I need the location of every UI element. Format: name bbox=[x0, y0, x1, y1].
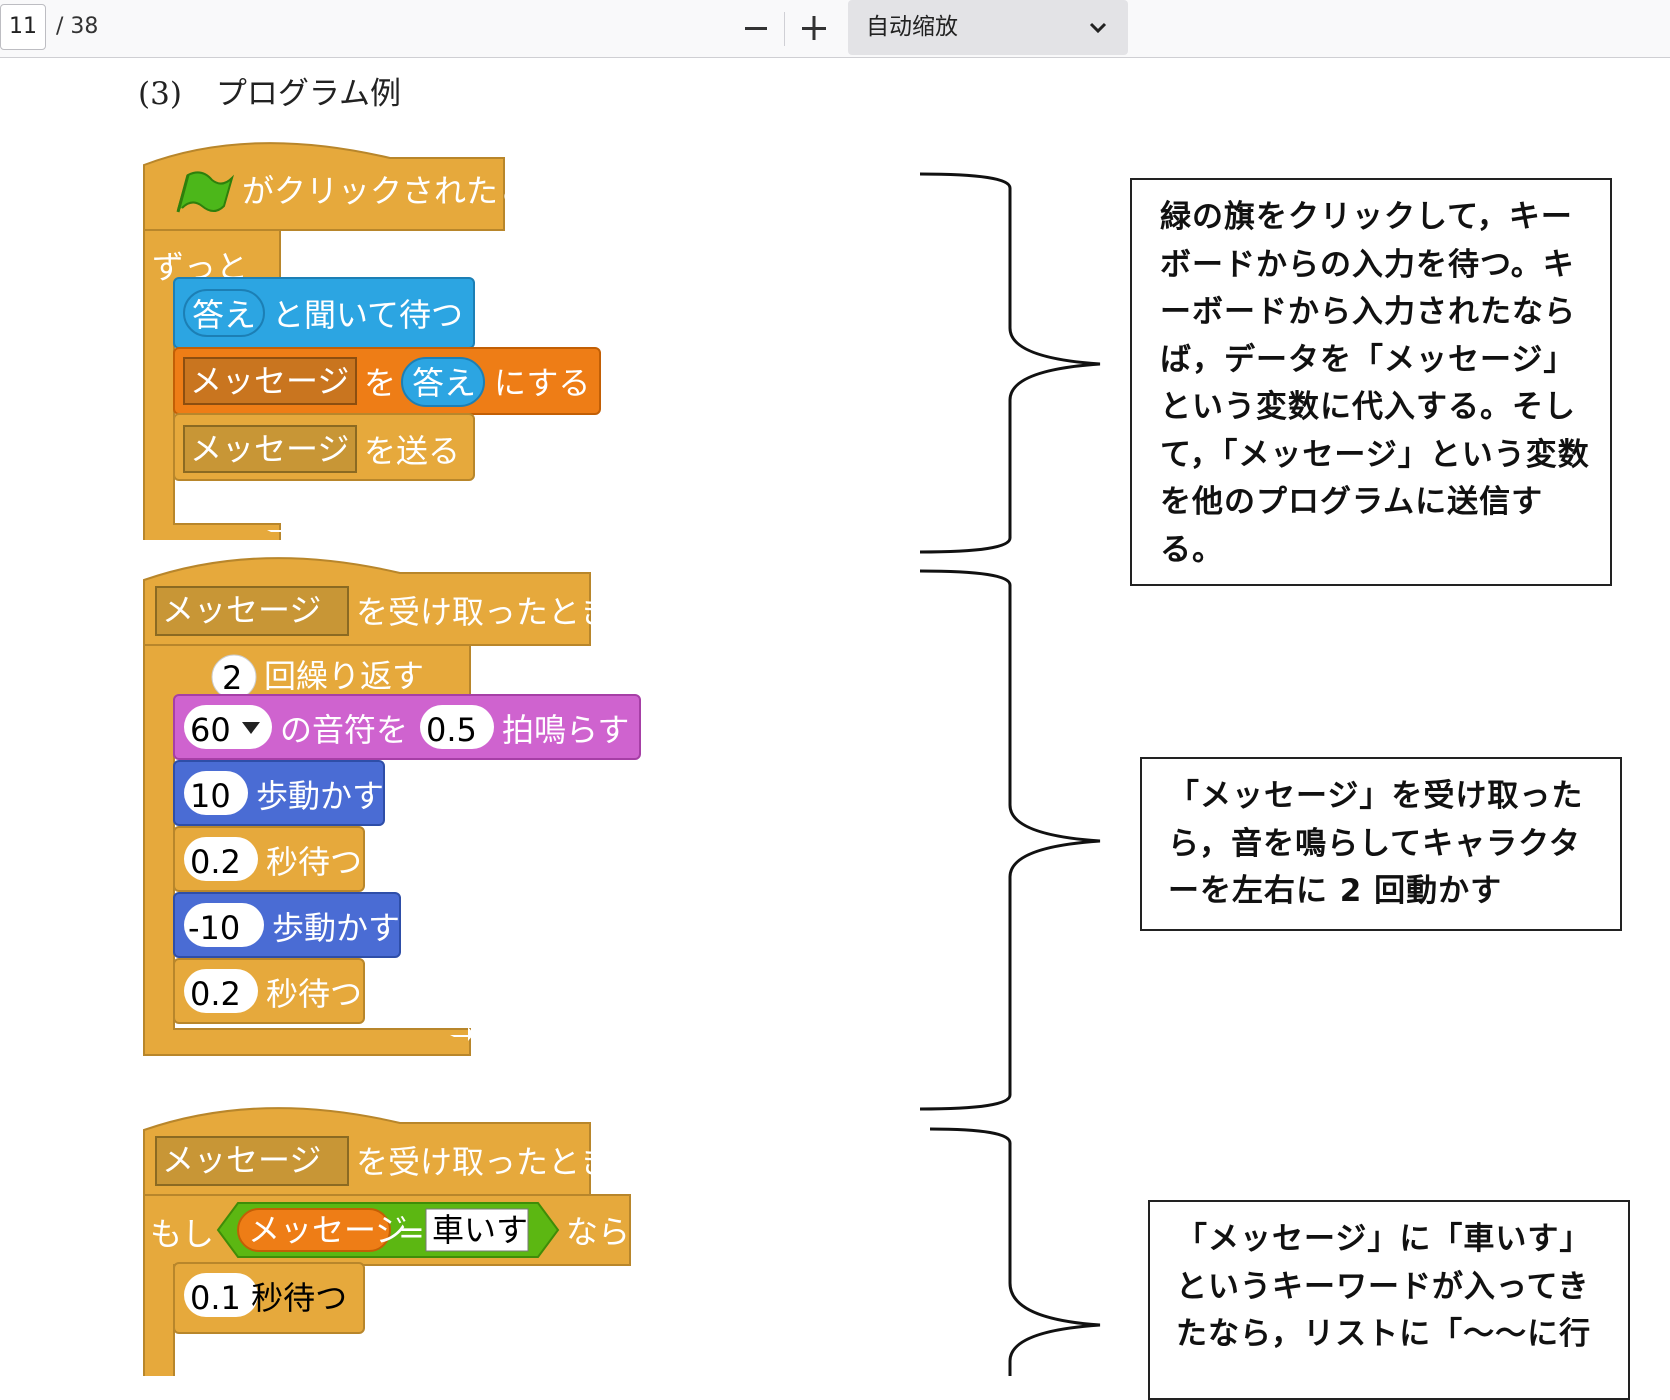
hat-message-dropdown bbox=[155, 1136, 349, 1186]
pdf-toolbar: 11 / 38 自动缩放 bbox=[0, 0, 1670, 58]
then-label: なら bbox=[566, 1213, 630, 1251]
hat-label: を受け取ったとき bbox=[356, 593, 612, 631]
note-line: というキーワードが入ってき bbox=[1176, 1268, 1590, 1305]
move-label: 歩動かす bbox=[256, 777, 384, 815]
note-box-3: 「メッセージ」に「車いす」 というキーワードが入ってき たなら，リストに「～～に… bbox=[1148, 1200, 1630, 1400]
wait-seconds: 0.2 bbox=[190, 975, 241, 1013]
note-line: ボードからの入力を待つ。キ bbox=[1160, 246, 1575, 283]
note-line: 「メッセージ」を受け取った bbox=[1168, 778, 1584, 814]
move-steps-input bbox=[184, 903, 264, 947]
note-box-1: 緑の旗をクリックして，キー ボードからの入力を待つ。キ ーボードから入力されたな… bbox=[1130, 178, 1612, 586]
toolbar-separator bbox=[784, 12, 785, 46]
compare-value-input bbox=[425, 1208, 529, 1252]
wait-seconds-input bbox=[184, 1273, 258, 1317]
note-line: 緑の旗をクリックして，キー bbox=[1160, 199, 1573, 235]
plus-icon bbox=[802, 16, 826, 40]
note-line: ば，データを「メッセージ」 bbox=[1160, 341, 1576, 378]
brace-1 bbox=[920, 172, 1101, 554]
wait-label: 秒待つ bbox=[266, 843, 362, 881]
move-steps-input bbox=[184, 771, 248, 815]
script-receive-2: メッセージ を受け取ったとき もし メッセージ = 車いす なら 0.1 秒待つ bbox=[143, 1107, 631, 1376]
section-title: プログラム例 bbox=[215, 76, 401, 112]
set-variable-name: メッセージ bbox=[190, 362, 349, 400]
message-reporter-label: メッセージ bbox=[248, 1211, 407, 1249]
brace-3 bbox=[930, 1127, 1101, 1376]
wait-seconds-input bbox=[184, 837, 258, 881]
move-steps: 10 bbox=[190, 777, 231, 815]
note-line: ーを左右に 2 回動かす bbox=[1168, 873, 1503, 909]
ask-label: と聞いて待つ bbox=[272, 296, 463, 334]
chevron-down-icon bbox=[1089, 22, 1107, 34]
wait-seconds-input bbox=[184, 969, 258, 1013]
broadcast-dropdown bbox=[183, 425, 357, 473]
note-line: たなら，リストに「～～に行 bbox=[1176, 1316, 1592, 1352]
section-heading: (3) プログラム例 bbox=[138, 72, 401, 116]
note-line: ら，音を鳴らしてキャラクタ bbox=[1168, 825, 1581, 862]
broadcast-label: を送る bbox=[364, 432, 460, 470]
set-to-label: を bbox=[364, 364, 396, 402]
hat-label: がクリックされたとき bbox=[242, 172, 562, 210]
set-end-label: にする bbox=[494, 364, 590, 402]
wait-partial-label: 0.1 秒待つ bbox=[190, 1279, 347, 1317]
note-line: という変数に代入する。そし bbox=[1160, 389, 1576, 425]
zoom-select-label: 自动缩放 bbox=[866, 14, 958, 40]
note-line: ーボードから入力されたなら bbox=[1160, 294, 1576, 330]
minus-icon bbox=[745, 27, 767, 30]
script-receive-1: メッセージ を受け取ったとき 2 回繰り返す 60 の音符を 0.5 拍鳴らす … bbox=[143, 557, 641, 1056]
message-reporter bbox=[237, 1208, 391, 1252]
hat-message-name: メッセージ bbox=[162, 591, 321, 629]
zoom-select[interactable]: 自动缩放 bbox=[848, 0, 1128, 55]
green-flag-icon bbox=[176, 171, 235, 213]
loop-arrow-icon bbox=[267, 522, 291, 536]
note-label: の音符を bbox=[280, 711, 408, 749]
script-green-flag: ずっと がクリックされたとき 答え と聞いて待つ メッセージ を 答え にする … bbox=[143, 142, 601, 540]
wait-label: 秒待つ bbox=[266, 975, 362, 1013]
page-number-input[interactable]: 11 bbox=[0, 4, 46, 50]
compare-value: 車いす bbox=[432, 1211, 528, 1249]
note-box-2: 「メッセージ」を受け取った ら，音を鳴らしてキャラクタ ーを左右に 2 回動かす bbox=[1140, 757, 1622, 931]
page-count: / 38 bbox=[56, 14, 99, 39]
repeat-label: 回繰り返す bbox=[264, 657, 424, 695]
play-note-block bbox=[173, 694, 641, 760]
repeat-block bbox=[143, 644, 471, 1056]
note-line: を他のプログラムに送信す bbox=[1160, 484, 1544, 520]
beats-input bbox=[420, 705, 494, 749]
equals-label: = bbox=[398, 1213, 425, 1251]
brace-2 bbox=[920, 569, 1101, 1111]
zoom-in-button[interactable] bbox=[792, 6, 836, 50]
note-line: る。 bbox=[1160, 531, 1224, 568]
hat-label: を受け取ったとき bbox=[356, 1143, 612, 1181]
note-line: て，「メッセージ」という変数 bbox=[1160, 436, 1590, 473]
beats-value: 0.5 bbox=[426, 711, 477, 749]
hat-block bbox=[143, 142, 505, 231]
zoom-out-button[interactable] bbox=[734, 6, 778, 50]
answer-reporter bbox=[183, 289, 265, 337]
beats-label: 拍鳴らす bbox=[502, 711, 629, 749]
note-input bbox=[184, 705, 272, 749]
set-variable-dropdown bbox=[183, 357, 357, 405]
note-line: 「メッセージ」に「車いす」 bbox=[1176, 1221, 1592, 1257]
answer-reporter-label: 答え bbox=[192, 296, 256, 334]
broadcast-variable-name: メッセージ bbox=[190, 430, 349, 468]
if-label: もし bbox=[150, 1215, 214, 1253]
note-value: 60 bbox=[190, 711, 231, 749]
set-value-reporter bbox=[401, 357, 485, 407]
section-number: (3) bbox=[138, 76, 182, 112]
move-label: 歩動かす bbox=[272, 909, 400, 947]
loop-arrow-icon bbox=[450, 1027, 474, 1041]
note-dropdown-icon bbox=[242, 722, 260, 734]
set-value-label: 答え bbox=[412, 364, 476, 402]
move-steps: -10 bbox=[188, 909, 240, 947]
hat-message-name: メッセージ bbox=[162, 1141, 321, 1179]
repeat-count: 2 bbox=[222, 659, 242, 697]
hat-message-dropdown bbox=[155, 586, 349, 636]
wait-seconds: 0.2 bbox=[190, 843, 241, 881]
